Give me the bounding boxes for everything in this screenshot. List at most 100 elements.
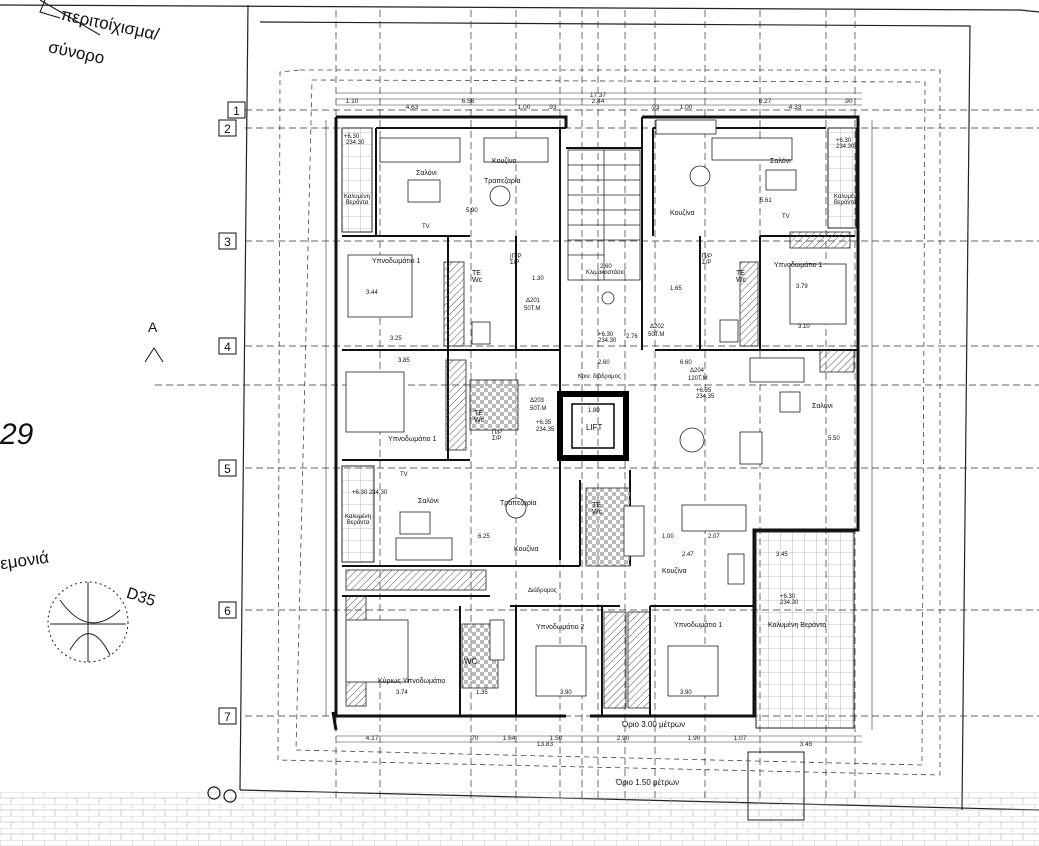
room-label-corridor: Κοιν. διάδρομος <box>578 374 621 380</box>
dim-bottom-e: 13.83 <box>537 741 554 748</box>
veranda-top-left <box>341 127 373 233</box>
furniture <box>345 119 847 697</box>
room-label-living-4: Σαλόνι <box>418 498 439 505</box>
dim-inner-11: 2.60 <box>598 360 610 366</box>
dim-inner-21: 3.90 <box>560 690 572 696</box>
dim-bottom-b: .70 <box>469 735 478 742</box>
limit-1-5m-label: Όριο 1.50 μέτρων <box>616 778 680 787</box>
dim-top-a: 1.10 <box>346 98 359 105</box>
dim-inner-12: 2.76 <box>626 334 638 340</box>
boundary-leader <box>39 0 61 19</box>
dim-inner-24: 6.60 <box>680 360 692 366</box>
dim-top-d: 1.00 <box>518 104 531 111</box>
dim-top-g: 1.00 <box>680 104 693 111</box>
room-label-kitchen-2: Κουζίνα <box>670 210 695 217</box>
grid-label-3: 3 <box>224 235 231 249</box>
dim-top-core: 2.44 <box>592 98 605 105</box>
room-label-dining-1: Τραπεζαρία <box>484 178 521 185</box>
stair-core <box>567 149 641 281</box>
veranda-top-right <box>827 127 857 229</box>
lift-car <box>571 403 615 449</box>
room-label-tewc-1: ΤΕ Wc <box>472 270 483 284</box>
tree-symbol <box>47 581 129 663</box>
room-label-wc: WC <box>464 657 478 666</box>
room-label-washer-1: |Π/Ρ Σ/Ρ <box>510 254 522 266</box>
dim-inner-3: 3.44 <box>366 290 378 296</box>
room-label-washer-3: Π/Ρ Σ/Ρ <box>492 430 502 442</box>
room-label-bedroom-1c: Υπνοδωμάτιο 1 <box>388 436 437 443</box>
room-label-master: Κύριως Υπνοδωμάτιο <box>378 678 446 685</box>
level-7: +6.30 <box>780 594 796 600</box>
dim-top-e: .93 <box>547 104 556 111</box>
grid-label-6: 6 <box>224 604 231 618</box>
dim-inner-14: 5.50 <box>828 436 840 442</box>
level-4: +6.35 <box>696 388 712 394</box>
room-label-washer-2: Π/Ρ Σ/Ρ <box>702 254 712 266</box>
level-6: +6.30 234.30 <box>352 490 388 496</box>
dim-inner-19: 3.74 <box>396 690 408 696</box>
unit-code-203: Δ203 <box>530 398 545 404</box>
dim-bottom-a: 4.17 <box>366 735 379 742</box>
dim-top-h: 6.27 <box>759 98 772 105</box>
structural-grid <box>155 10 1039 800</box>
grid-label-2: 2 <box>224 122 231 136</box>
room-label-kitchen-4: Κουζίνα <box>662 568 687 575</box>
dim-top-c: 6.56 <box>462 98 475 105</box>
room-label-veranda-1: Καλυμένη Βεράντα <box>344 194 371 206</box>
room-label-bedroom-1d: Υπνοδωμάτιο 1 <box>674 622 723 629</box>
room-label-tewc-4: ΤΕ Wc <box>592 502 603 516</box>
dim-inner-23: 3.45 <box>776 552 788 558</box>
dim-inner-2: 5.61 <box>760 198 772 204</box>
unit-code-204: Δ204 <box>690 368 705 374</box>
lift-shaft <box>557 391 629 461</box>
dim-top-f: .93 <box>650 104 659 111</box>
level-3b: 234.30 <box>598 338 617 344</box>
room-label-hall: Διάδρομος <box>528 588 557 594</box>
dim-inner-20: 1.35 <box>476 690 488 696</box>
level-5b: 234.35 <box>536 427 555 433</box>
unit-code-201: Δ201 <box>526 298 541 304</box>
room-label-veranda-large: Καλυμένη Βεράντα <box>768 622 827 629</box>
dim-top-total: 17.37 <box>590 92 607 99</box>
north-symbol: A <box>148 319 158 335</box>
room-label-stair: Κλιμακοστάσιο <box>586 270 626 276</box>
dim-inner-16: 1.00 <box>662 534 674 540</box>
grid-label-1: 1 <box>233 104 240 118</box>
grid-label-boxes <box>218 101 246 725</box>
dim-inner-6: 3.10 <box>798 324 810 330</box>
room-label-living-1: Σαλόνι <box>416 170 437 177</box>
dim-top-i: 4.33 <box>789 104 802 111</box>
room-label-tewc-2: ΤΕ Wc <box>736 270 747 284</box>
level-1: +6.30 <box>344 134 360 140</box>
room-label-kitchen-1: Κουζίνα <box>492 158 517 165</box>
boundary-pin-1 <box>207 786 221 800</box>
room-label-bedroom-1a: Υπνοδωμάτιο 1 <box>372 258 421 265</box>
dim-inner-13: 1.80 <box>588 408 600 414</box>
setback-lines <box>277 69 941 776</box>
sidewalk-paving <box>0 792 1039 846</box>
dim-bottom-g: 1.90 <box>688 735 701 742</box>
level-7b: 234.30 <box>780 600 799 606</box>
unit-area-202: 50Τ.Μ <box>648 332 665 338</box>
dim-inner-1: 5.90 <box>466 208 478 214</box>
wardrobes <box>345 231 855 709</box>
grid-label-7: 7 <box>224 710 231 724</box>
dim-bottom-d: 1.50 <box>550 735 563 742</box>
dim-bottom-i: 3.45 <box>800 741 813 748</box>
boundary-pin-2 <box>223 789 237 803</box>
north-arrow <box>144 347 164 363</box>
dim-top-b: 4.63 <box>406 104 419 111</box>
level-3: +6.30 <box>598 332 614 338</box>
level-2: +6.30 <box>836 138 852 144</box>
level-4b: 234.35 <box>696 394 715 400</box>
room-label-living-2: Σαλόνι <box>770 158 791 165</box>
unit-area-201: 50Τ.Μ <box>524 306 541 312</box>
limit-3m-label: Όριο 3.00 μέτρων <box>622 720 686 729</box>
grid-label-4: 4 <box>224 340 231 354</box>
dim-inner-9: 1.65 <box>670 286 682 292</box>
tv-label-2: TV <box>782 214 790 220</box>
dim-bottom-h: 1.07 <box>734 735 747 742</box>
unit-code-202: Δ202 <box>650 324 665 330</box>
site-boundary <box>0 0 1039 811</box>
